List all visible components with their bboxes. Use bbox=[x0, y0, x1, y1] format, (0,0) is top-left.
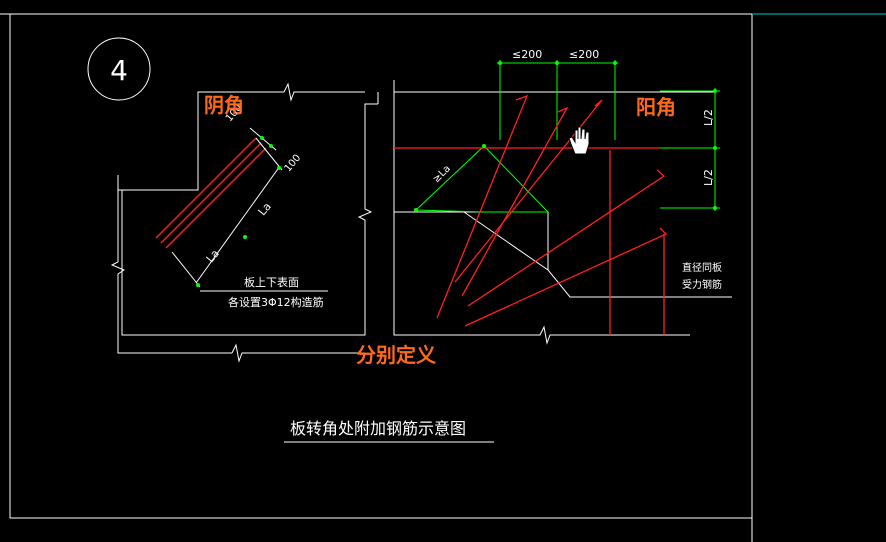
detail-number: 4 bbox=[110, 54, 128, 87]
outer-rebar-5 bbox=[464, 227, 668, 327]
dim-tick bbox=[555, 61, 559, 65]
outer-rebar-4 bbox=[467, 169, 666, 307]
dim-tick bbox=[498, 61, 502, 65]
dim-spacing-left: ≤200 bbox=[512, 48, 542, 61]
dim-tick bbox=[196, 283, 200, 287]
dim-tick bbox=[277, 166, 281, 170]
la-dim-square bbox=[414, 145, 550, 213]
surface-note-line1: 板上下表面 bbox=[244, 275, 299, 289]
inner-slab-left-edge bbox=[110, 175, 232, 354]
outer-diagonal bbox=[463, 211, 549, 271]
dim-tick bbox=[713, 89, 717, 93]
dim-100-b: 100 bbox=[283, 153, 304, 175]
dim-half-top: L/2 bbox=[702, 109, 715, 126]
dim-tick bbox=[713, 146, 717, 150]
dim-tick bbox=[260, 136, 264, 140]
dim-tick bbox=[414, 208, 418, 212]
inner-corner-drawing bbox=[110, 82, 379, 363]
inner-dim-ticks bbox=[196, 136, 281, 287]
dim-ext-2 bbox=[255, 137, 283, 171]
drawing-title: 板转角处附加钢筋示意图 bbox=[290, 419, 466, 438]
dim-la-1: La bbox=[256, 200, 274, 218]
same-dia-note-line1: 直径同板 bbox=[682, 261, 722, 274]
dim-half-bottom: L/2 bbox=[702, 169, 715, 186]
outer-rebars bbox=[394, 94, 668, 335]
same-dia-note-line2: 受力钢筋 bbox=[682, 278, 722, 291]
dim-tick bbox=[482, 144, 486, 148]
inner-rebar-3 bbox=[165, 147, 267, 249]
dim-ext-1 bbox=[171, 251, 201, 288]
dim-tick bbox=[613, 61, 617, 65]
dim-tick bbox=[713, 206, 717, 210]
inner-rebar-2 bbox=[160, 142, 262, 244]
break-mark-bottom bbox=[231, 343, 365, 363]
outer-rebar-3 bbox=[454, 99, 603, 283]
outer-rebar-2 bbox=[461, 106, 569, 297]
dim-la-diagonal: ≥La bbox=[431, 163, 453, 185]
dim-spacing-right: ≤200 bbox=[569, 48, 599, 61]
inner-slab-edge bbox=[117, 91, 284, 191]
dim-tick bbox=[243, 235, 247, 239]
hand-cursor-icon[interactable] bbox=[566, 124, 596, 156]
inner-slab-outline bbox=[121, 103, 378, 336]
surface-note-line2: 各设置3Φ12构造筋 bbox=[228, 295, 324, 309]
inner-rebars bbox=[155, 137, 267, 249]
detail-circle bbox=[87, 37, 151, 101]
detail-marker: 4 bbox=[87, 37, 151, 101]
break-mark-top bbox=[283, 82, 365, 102]
dim-la-2: La bbox=[204, 247, 222, 265]
outer-corner-label: 阳角 bbox=[636, 95, 676, 119]
define-separately-label: 分别定义 bbox=[356, 343, 436, 367]
drawing-frame bbox=[0, 13, 886, 542]
dim-line-la bbox=[195, 165, 281, 284]
dim-tick bbox=[269, 144, 273, 148]
outer-dim-ticks bbox=[414, 61, 717, 212]
outer-rebar-1 bbox=[436, 94, 529, 319]
outer-corner-drawing bbox=[393, 80, 732, 345]
inner-corner-label: 阴角 bbox=[204, 93, 244, 117]
outer-slab-outline bbox=[393, 80, 690, 345]
inner-rebar-1 bbox=[155, 137, 257, 239]
